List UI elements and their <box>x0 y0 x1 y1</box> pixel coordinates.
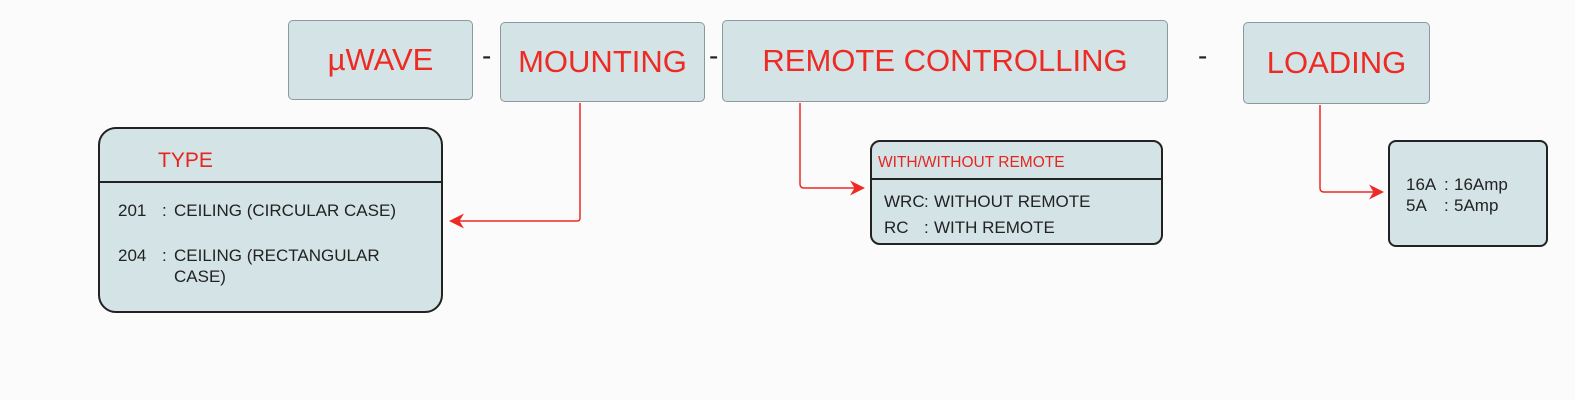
remote-card: WITH/WITHOUT REMOTE WRC : WITHOUT REMOTE… <box>870 140 1163 245</box>
colon: : <box>924 218 929 237</box>
remote-desc: WITH REMOTE <box>934 218 1055 237</box>
separator: - <box>482 40 492 71</box>
loading-desc: 5Amp <box>1454 196 1499 215</box>
uwave-label: µWAVE <box>327 42 434 77</box>
remote-controlling-box: REMOTE CONTROLLING <box>722 20 1168 102</box>
colon: : <box>1444 175 1449 194</box>
loading-connector <box>1319 105 1384 200</box>
type-card: TYPE 201 : CEILING (CIRCULAR CASE) 204 :… <box>98 127 443 313</box>
remote-code: WRC <box>884 192 925 211</box>
mounting-connector <box>449 103 581 229</box>
loading-code: 16A <box>1406 175 1437 194</box>
separator: - <box>709 40 719 71</box>
colon: : <box>924 192 929 211</box>
remote-connector <box>799 103 865 196</box>
mounting-box: MOUNTING <box>500 22 705 102</box>
loading-box: LOADING <box>1243 22 1430 104</box>
type-title: TYPE <box>100 129 441 183</box>
colon: : <box>162 201 167 220</box>
separator: - <box>1198 40 1208 71</box>
colon: : <box>162 246 167 265</box>
loading-label: LOADING <box>1266 45 1407 80</box>
loading-card: 16A : 16Amp 5A : 5Amp <box>1388 140 1548 247</box>
remote-code: RC <box>884 218 909 237</box>
mounting-label: MOUNTING <box>518 44 687 79</box>
type-code: 204 <box>118 246 147 265</box>
loading-desc: 16Amp <box>1454 175 1508 194</box>
remote-title: WITH/WITHOUT REMOTE <box>872 142 1161 180</box>
colon: : <box>1444 196 1449 215</box>
remote-desc: WITHOUT REMOTE <box>934 192 1091 211</box>
loading-code: 5A <box>1406 196 1427 215</box>
uwave-box: µWAVE <box>288 20 473 100</box>
remote-controlling-label: REMOTE CONTROLLING <box>762 43 1128 78</box>
type-desc: CEILING (RECTANGULAR <box>174 246 380 265</box>
type-desc-cont: CASE) <box>174 267 226 286</box>
type-code: 201 <box>118 201 147 220</box>
type-desc: CEILING (CIRCULAR CASE) <box>174 201 396 220</box>
